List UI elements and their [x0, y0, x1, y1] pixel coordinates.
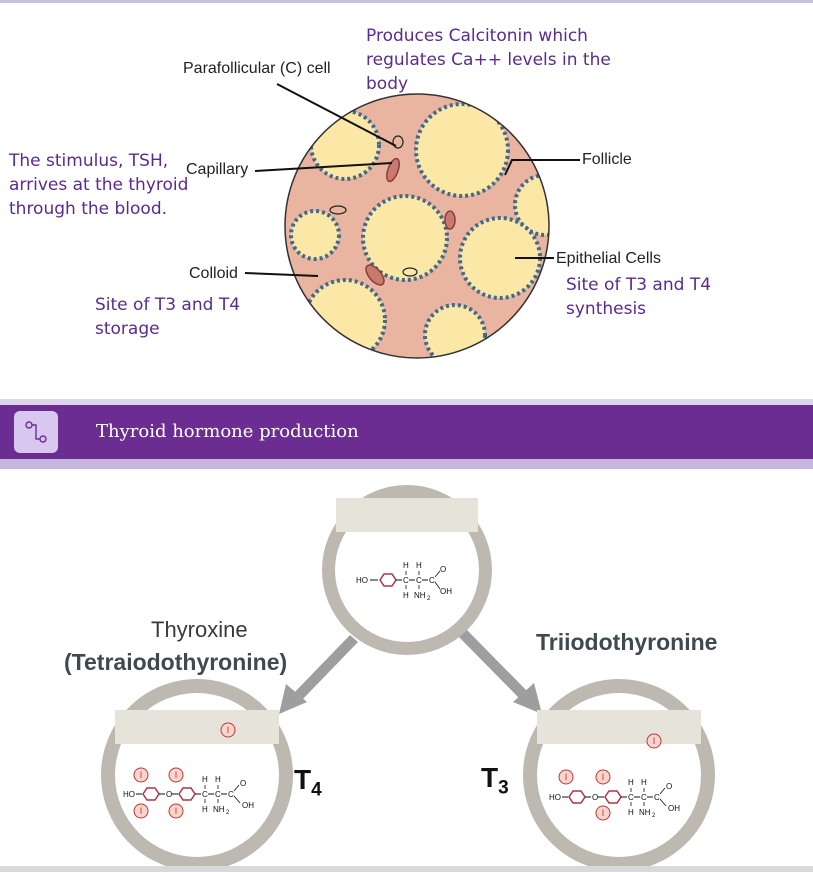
svg-text:C: C	[429, 576, 435, 585]
svg-text:HO: HO	[356, 576, 368, 585]
svg-text:O: O	[166, 790, 172, 799]
svg-text:C: C	[228, 790, 234, 799]
svg-text:O: O	[440, 565, 446, 574]
section-banner	[0, 405, 813, 459]
svg-text:H: H	[215, 775, 221, 784]
svg-text:OH: OH	[242, 801, 254, 810]
svg-text:H: H	[628, 808, 634, 817]
svg-text:I: I	[602, 808, 605, 818]
svg-text:C: C	[215, 790, 221, 799]
svg-text:C: C	[628, 793, 634, 802]
triiodothyronine-label: Triiodothyronine	[536, 629, 718, 655]
svg-text:O: O	[592, 793, 598, 802]
svg-text:2: 2	[226, 810, 230, 816]
svg-text:H: H	[416, 561, 422, 570]
flow-connector-icon[interactable]	[14, 411, 58, 453]
svg-text:C: C	[416, 576, 422, 585]
svg-text:2: 2	[652, 813, 656, 819]
svg-text:O: O	[240, 779, 246, 788]
banner-title: Thyroid hormone production	[96, 421, 359, 442]
follicle-label: Follicle	[582, 151, 632, 168]
banner-bottom-strip	[0, 459, 813, 469]
svg-text:H: H	[403, 591, 409, 600]
svg-text:H: H	[628, 778, 634, 787]
follicle-micrograph	[285, 94, 549, 358]
tetraiodothyronine-label: (Tetraiodothyronine)	[64, 649, 288, 675]
svg-text:C: C	[403, 576, 409, 585]
svg-text:I: I	[602, 772, 605, 782]
t4-symbol: T4	[294, 764, 322, 801]
t3-lens	[523, 679, 715, 866]
storage-callout: Site of T3 and T4 storage	[95, 295, 241, 339]
svg-text:I: I	[175, 770, 178, 780]
leader-lines	[244, 83, 580, 277]
svg-text:NH: NH	[414, 591, 426, 600]
svg-text:H: H	[202, 805, 208, 814]
arrows	[279, 628, 542, 714]
svg-text:OH: OH	[440, 587, 452, 596]
svg-text:NH: NH	[213, 805, 225, 814]
svg-text:C: C	[641, 793, 647, 802]
svg-text:C: C	[202, 790, 208, 799]
svg-text:I: I	[653, 736, 656, 746]
t3-symbol: T3	[481, 762, 509, 799]
svg-text:I: I	[140, 770, 143, 780]
tyrosine-lens	[322, 485, 492, 655]
svg-text:I: I	[565, 772, 568, 782]
tyrosine-structure: HO C C C H H H NH 2 O OH	[356, 561, 452, 602]
t3-iodine-atoms: I I I I	[558, 733, 662, 821]
calcitonin-callout: Produces Calcitonin which regulates Ca++…	[366, 26, 611, 94]
svg-text:OH: OH	[668, 804, 680, 813]
svg-text:I: I	[227, 725, 230, 735]
svg-text:H: H	[641, 778, 647, 787]
epithelial-label: Epithelial Cells	[556, 250, 661, 267]
capillary-label: Capillary	[186, 161, 249, 178]
svg-text:NH: NH	[639, 808, 651, 817]
svg-text:HO: HO	[123, 790, 135, 799]
synthesis-callout: Site of T3 and T4 synthesis	[566, 275, 712, 319]
t3-structure: HO O C C C H H H NH 2 O OH	[549, 778, 680, 819]
t4-lens	[101, 679, 293, 866]
svg-text:HO: HO	[549, 793, 561, 802]
svg-text:I: I	[175, 806, 178, 816]
svg-text:C: C	[654, 793, 660, 802]
colloid-label: Colloid	[189, 265, 238, 282]
thyroid-follicle-diagram	[244, 83, 580, 359]
svg-text:O: O	[666, 782, 672, 791]
svg-text:I: I	[140, 806, 143, 816]
thyroxine-label: Thyroxine	[151, 617, 248, 642]
bottom-border	[0, 866, 813, 872]
t4-structure: HO O C C C H H H NH 2 O OH	[123, 775, 254, 816]
t4-iodine-atoms: I I I I I	[133, 722, 236, 819]
banner-top-strip	[0, 399, 813, 405]
hormone-lenses: HO C C C H H H NH 2 O OH HO O C C C	[101, 485, 715, 866]
svg-text:H: H	[403, 561, 409, 570]
svg-text:H: H	[202, 775, 208, 784]
svg-text:2: 2	[427, 596, 431, 602]
top-border	[0, 0, 813, 3]
tsh-callout: The stimulus, TSH, arrives at the thyroi…	[9, 151, 189, 219]
parafollicular-label: Parafollicular (C) cell	[183, 60, 331, 77]
